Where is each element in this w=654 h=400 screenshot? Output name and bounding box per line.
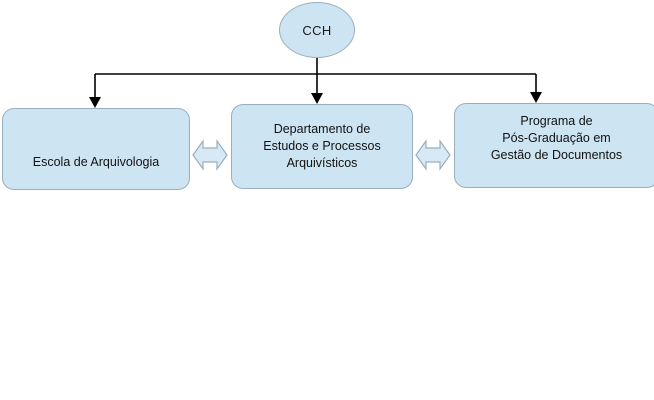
bidirectional-arrow-escola-departamento[interactable] xyxy=(191,130,229,180)
double-arrow-horizontal-icon xyxy=(415,139,451,171)
double-arrow-horizontal-icon xyxy=(192,139,228,171)
arrow-head-left-icon xyxy=(89,97,101,108)
hierarchy-arrowheads xyxy=(89,92,542,108)
arrow-head-center-icon xyxy=(311,93,323,104)
node-programa-label: Programa de Pós-Graduação em Gestão de D… xyxy=(490,114,623,162)
bidirectional-arrow-departamento-programa[interactable] xyxy=(414,130,452,180)
node-cch-label: CCH xyxy=(302,22,332,38)
node-escola-de-arquivologia[interactable]: Escola de Arquivologia xyxy=(2,108,190,190)
node-escola-label: Escola de Arquivologia xyxy=(32,154,160,169)
node-programa-pos-graduacao[interactable]: Programa de Pós-Graduação em Gestão de D… xyxy=(454,103,654,188)
arrow-head-right-icon xyxy=(530,92,542,103)
node-cch[interactable]: CCH xyxy=(279,2,355,58)
node-departamento-label: Departamento de Estudos e Processos Arqu… xyxy=(263,122,381,170)
hierarchy-connectors xyxy=(94,58,537,100)
node-departamento-estudos-processos[interactable]: Departamento de Estudos e Processos Arqu… xyxy=(231,104,413,189)
